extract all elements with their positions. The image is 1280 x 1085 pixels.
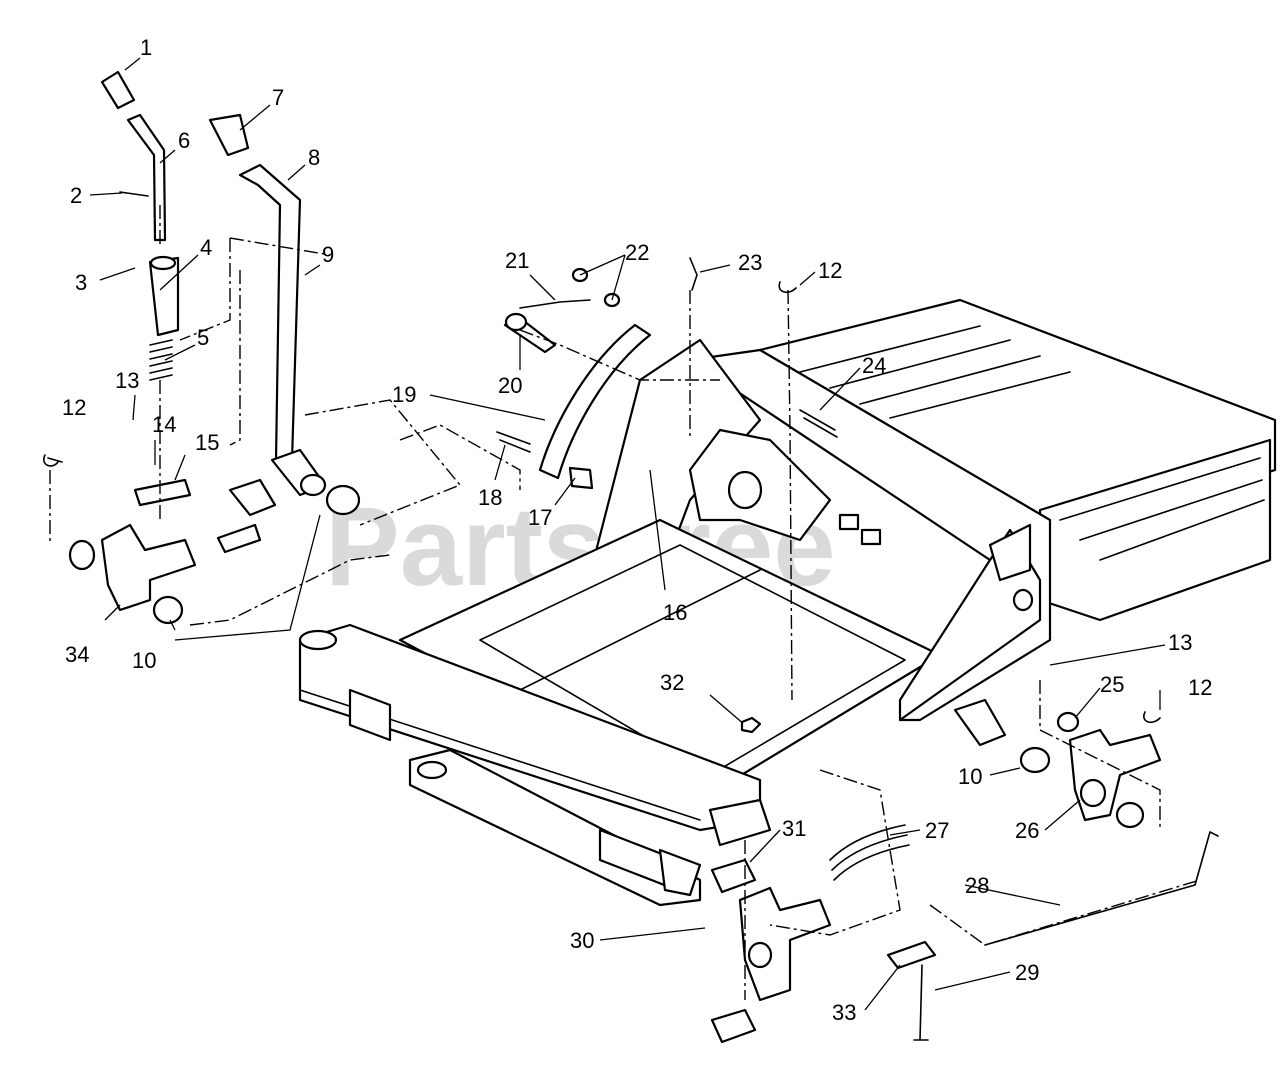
callout-27: 27 bbox=[925, 818, 949, 843]
callout-7: 7 bbox=[272, 85, 284, 110]
callout-13-right: 13 bbox=[1168, 630, 1192, 655]
callout-8: 8 bbox=[308, 145, 320, 170]
callout-1: 1 bbox=[140, 35, 152, 60]
callout-22: 22 bbox=[625, 240, 649, 265]
callout-31: 31 bbox=[782, 816, 806, 841]
callout-2: 2 bbox=[70, 183, 82, 208]
callout-14: 14 bbox=[152, 412, 176, 437]
callout-29: 29 bbox=[1015, 960, 1039, 985]
callout-9: 9 bbox=[322, 242, 334, 267]
callout-13-left: 13 bbox=[115, 368, 139, 393]
callout-10-right: 10 bbox=[958, 764, 982, 789]
callout-23: 23 bbox=[738, 250, 762, 275]
callout-6: 6 bbox=[178, 128, 190, 153]
callout-32: 32 bbox=[660, 670, 684, 695]
callout-17: 17 bbox=[528, 505, 552, 530]
callout-16: 16 bbox=[663, 600, 687, 625]
callout-10-left: 10 bbox=[132, 648, 156, 673]
callout-12-left: 12 bbox=[62, 395, 86, 420]
callout-28: 28 bbox=[965, 873, 989, 898]
deck-frame bbox=[298, 298, 1277, 907]
right-side-parts bbox=[710, 281, 1219, 1044]
callout-20: 20 bbox=[498, 373, 522, 398]
leader-lines bbox=[89, 57, 1166, 1011]
callout-33: 33 bbox=[832, 1000, 856, 1025]
callout-5: 5 bbox=[197, 325, 209, 350]
callout-26: 26 bbox=[1015, 818, 1039, 843]
callout-labels: 1 2 3 4 5 6 7 8 9 10 10 12 12 12 13 13 1… bbox=[62, 35, 1212, 1025]
callout-30: 30 bbox=[570, 928, 594, 953]
callout-3: 3 bbox=[75, 270, 87, 295]
callout-18: 18 bbox=[478, 485, 502, 510]
callout-19: 19 bbox=[392, 382, 416, 407]
callout-34: 34 bbox=[65, 642, 89, 667]
nut-part-32 bbox=[740, 716, 762, 734]
callout-25: 25 bbox=[1100, 672, 1124, 697]
assembly-lines bbox=[49, 205, 1201, 1000]
callout-15: 15 bbox=[195, 430, 219, 455]
callout-12-top: 12 bbox=[818, 258, 842, 283]
callout-24: 24 bbox=[862, 353, 886, 378]
callout-4: 4 bbox=[200, 235, 212, 260]
height-lever-assembly bbox=[43, 70, 361, 625]
callout-12-right: 12 bbox=[1188, 675, 1212, 700]
sector-parts bbox=[496, 257, 838, 490]
callout-21: 21 bbox=[505, 248, 529, 273]
